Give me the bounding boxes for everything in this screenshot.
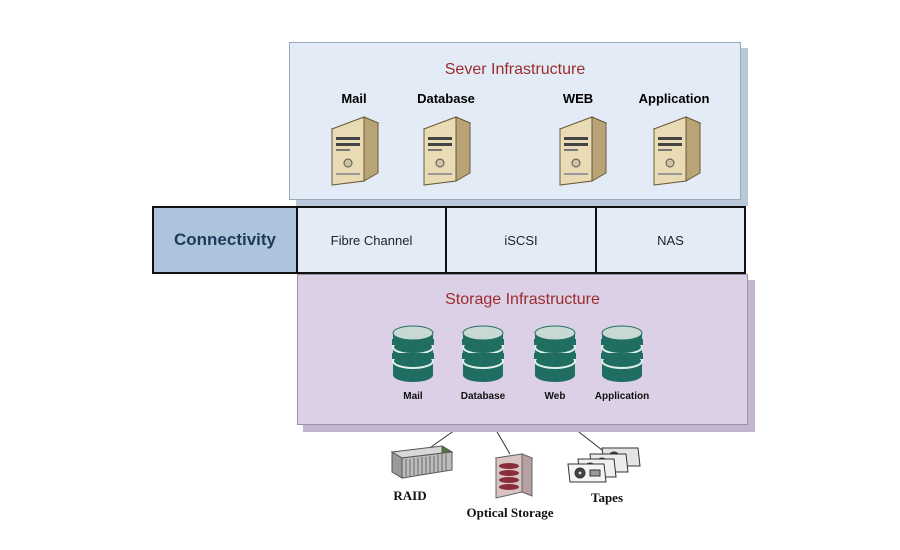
device-label-optical-storage: Optical Storage <box>466 505 554 520</box>
storage-infrastructure-title: Storage Infrastructure <box>445 291 600 308</box>
device-label-raid: RAID <box>393 488 427 503</box>
server-infrastructure-title: Sever Infrastructure <box>444 61 586 78</box>
server-label-web: WEB <box>562 91 594 106</box>
connectivity-fibre-channel: Fibre Channel <box>296 206 447 274</box>
raid-icon <box>390 445 454 479</box>
server-label-mail: Mail <box>341 91 367 106</box>
optical-storage-icon <box>494 453 534 499</box>
server-icon <box>422 116 472 186</box>
database-label-mail: Mail <box>403 391 423 402</box>
database-icon <box>392 325 434 382</box>
database-label-database: Database <box>460 391 506 402</box>
tapes-icon <box>567 447 641 483</box>
server-icon <box>558 116 608 186</box>
database-icon <box>601 325 643 382</box>
connectivity-label: Connectivity <box>152 206 298 274</box>
connectivity-nas: NAS <box>595 206 746 274</box>
server-label-database: Database <box>417 91 475 106</box>
database-icon <box>534 325 576 382</box>
database-icon <box>462 325 504 382</box>
database-label-application: Application <box>594 391 650 402</box>
connectivity-iscsi: iSCSI <box>445 206 597 274</box>
database-label-web: Web <box>544 391 566 402</box>
server-infrastructure-panel: Sever Infrastructure Mail Database WEB A… <box>289 42 741 200</box>
server-label-application: Application <box>638 91 710 106</box>
device-label-tapes: Tapes <box>590 490 624 505</box>
server-icon <box>330 116 380 186</box>
storage-infrastructure-panel: Storage Infrastructure Mail Da <box>297 274 748 425</box>
server-icon <box>652 116 702 186</box>
